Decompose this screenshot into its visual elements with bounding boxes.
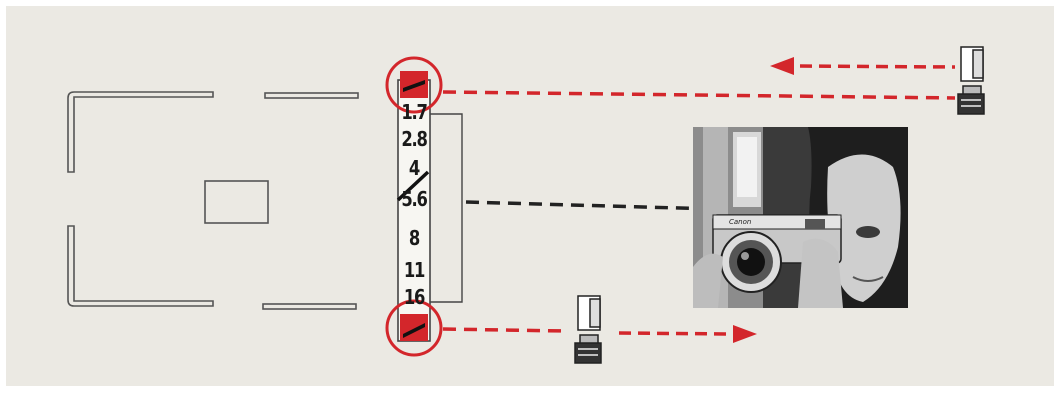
aperture-value: 16 — [403, 285, 426, 309]
aperture-value: 11 — [403, 258, 426, 282]
aperture-value: 2.8 — [401, 127, 428, 151]
viewfinder-frame — [67, 91, 359, 310]
aperture-value: 1.7 — [401, 100, 428, 124]
aperture-value: 5.6 — [401, 187, 428, 211]
camera-brand-label: Canon — [729, 218, 752, 226]
red-dashed-line-arrow-bottom — [618, 331, 734, 336]
red-circle-top — [385, 56, 443, 114]
frame-line-top-right — [264, 92, 359, 99]
red-circle-bottom — [385, 299, 443, 357]
arrow-left-icon — [770, 57, 794, 75]
scale-bracket — [430, 113, 463, 303]
rangefinder-spot — [204, 180, 269, 224]
aperture-scale-strip — [396, 71, 463, 342]
aperture-value: 8 — [408, 226, 420, 250]
photo-illustration — [693, 127, 908, 308]
flash-unit-icon — [574, 295, 602, 364]
aperture-value: 4 — [408, 156, 420, 180]
frame-line-bottom-right — [262, 303, 357, 310]
frame-corner-top-left — [67, 91, 214, 173]
meter-needle — [396, 170, 430, 202]
red-dashed-line-bottom — [442, 327, 566, 333]
arrow-right-icon — [733, 325, 757, 343]
flash-unit-icon — [957, 46, 985, 115]
frame-corner-bottom-left — [67, 225, 214, 307]
red-dashed-line-top — [442, 90, 956, 100]
red-dashed-line-arrow-top — [799, 64, 956, 69]
photo-woman-with-camera: Canon — [693, 127, 908, 308]
